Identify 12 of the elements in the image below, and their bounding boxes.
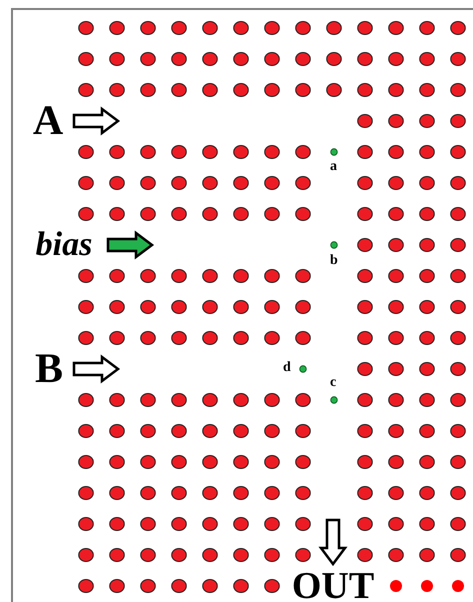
point-label: d bbox=[283, 361, 291, 375]
block-arrow bbox=[72, 354, 120, 384]
point-label: c bbox=[330, 376, 336, 390]
block-arrow bbox=[72, 106, 120, 136]
port-label: A bbox=[32, 100, 64, 142]
port-label: OUT bbox=[292, 567, 374, 602]
port-label: bias bbox=[36, 228, 92, 262]
block-arrow bbox=[318, 518, 348, 566]
port-label: B bbox=[34, 348, 63, 390]
point-label: a bbox=[330, 160, 337, 174]
point-label: b bbox=[330, 254, 338, 268]
block-arrow bbox=[106, 230, 154, 260]
